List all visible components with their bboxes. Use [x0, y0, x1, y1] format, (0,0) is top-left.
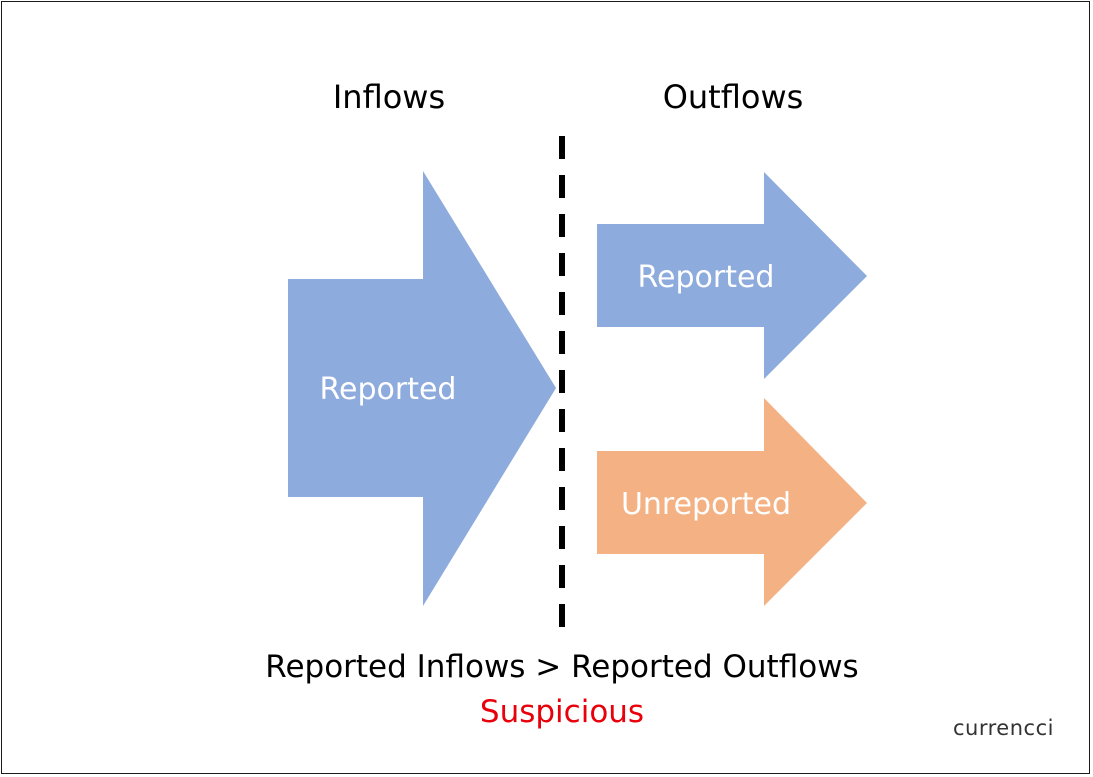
verdict-label: Suspicious: [479, 694, 645, 730]
outflow-unreported-label: Unreported: [621, 487, 791, 522]
inflow-reported-arrow: [288, 171, 556, 606]
inflows-heading: Inflows: [332, 78, 446, 116]
outflow-reported-label: Reported: [638, 260, 775, 295]
outflow-reported-arrow: [597, 172, 867, 379]
outflow-unreported-arrow: [597, 398, 867, 606]
brand-logo: currencci: [953, 716, 1054, 740]
comparison-formula: Reported Inflows > Reported Outflows: [265, 649, 859, 685]
inflow-reported-label: Reported: [320, 372, 457, 407]
outflows-heading: Outflows: [662, 78, 804, 116]
